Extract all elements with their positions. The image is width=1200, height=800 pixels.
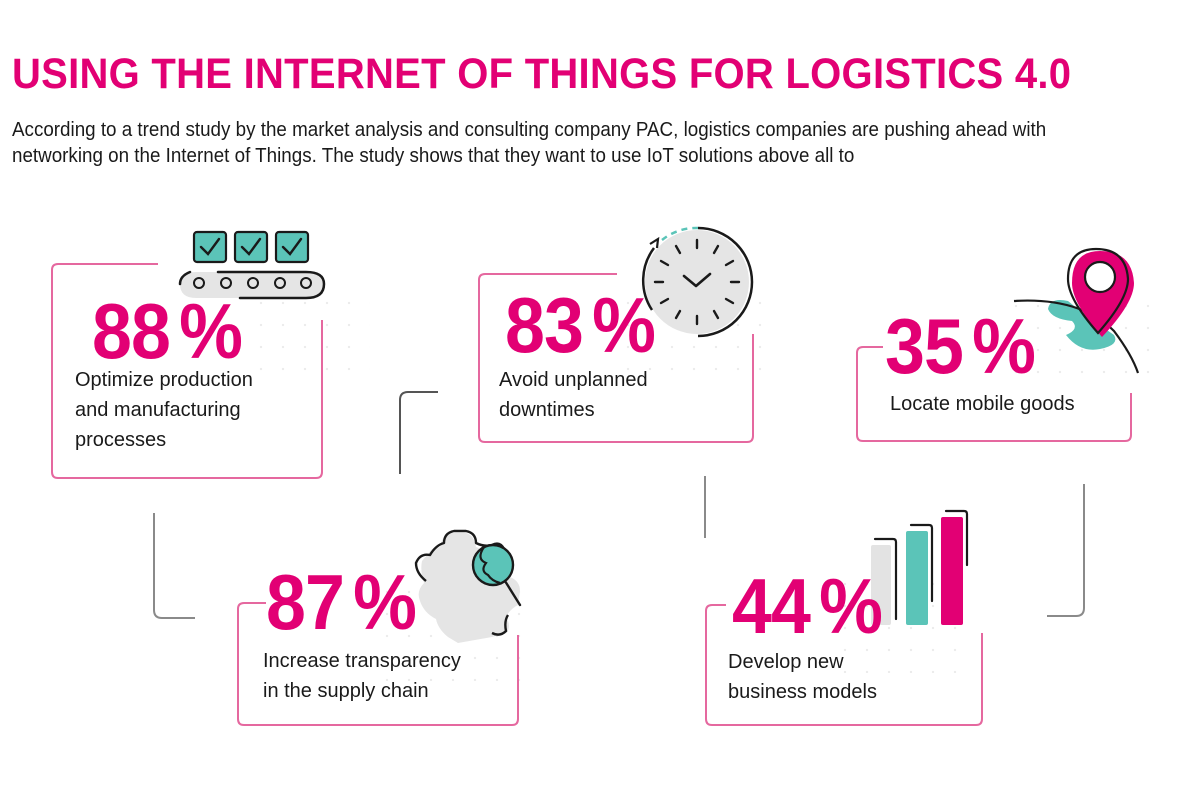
stat-value: 87% [266,558,417,646]
stat-card-transparency: 87% Increase transparency in the supply … [236,529,526,729]
connector-line-2 [399,391,438,474]
card-frame [51,263,323,479]
stat-card-business-models: 44% Develop new business models [704,509,986,729]
gear-magnifier-icon [414,529,522,643]
stat-label: Develop new business models [728,651,877,703]
stat-value: 44% [732,562,883,650]
location-pin-icon [1013,247,1140,374]
stat-card-downtimes: 83% Avoid unplanned downtimes [477,226,767,446]
clock-icon [641,226,754,338]
card-frame [237,602,519,726]
connector-line-4 [1047,484,1085,617]
stat-label: Increase transparency in the supply chai… [263,650,461,702]
stat-card-production: 88% Optimize production and manufacturin… [50,230,370,482]
connector-line-3 [704,476,706,538]
stat-value: 88% [92,287,243,375]
stat-label: Locate mobile goods [890,393,1075,415]
page-title: USING THE INTERNET OF THINGS FOR LOGISTI… [12,50,1072,98]
card-frame [705,604,983,726]
bar-chart-growth-icon [871,509,969,625]
stat-value: 35% [885,302,1036,390]
card-frame [478,273,754,443]
stat-value: 83% [505,281,656,369]
card-frame [856,346,1132,442]
stat-card-locate-goods: 35% Locate mobile goods [855,247,1155,445]
dot-pattern [250,292,370,372]
connector-line-1 [153,513,195,619]
intro-paragraph: According to a trend study by the market… [12,119,1047,167]
stat-label: Avoid unplanned downtimes [499,369,648,421]
stat-label: Optimize production and manufacturing pr… [75,369,253,451]
conveyor-belt-checkmarks-icon [178,230,326,300]
